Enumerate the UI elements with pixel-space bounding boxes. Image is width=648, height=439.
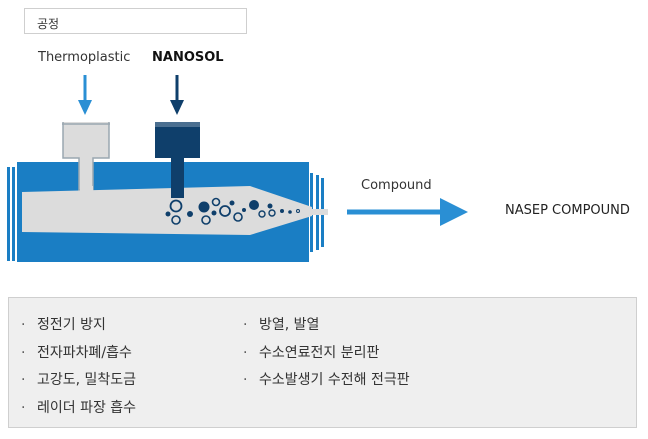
feature-item: 고강도, 밀착도금 [21, 367, 136, 395]
compound-label: Compound [361, 178, 432, 193]
nanoparticles [165, 197, 300, 225]
feature-item: 방열, 발열 [243, 312, 410, 340]
feature-item: 레이더 파장 흡수 [21, 395, 136, 423]
nanosol-hopper [155, 122, 200, 198]
feature-item: 전자파차폐/흡수 [21, 340, 136, 368]
feature-item: 수소발생기 수전해 전극판 [243, 367, 410, 395]
features-left-column: 정전기 방지 전자파차폐/흡수 고강도, 밀착도금 레이더 파장 흡수 [21, 312, 136, 422]
features-right-column: 방열, 발열 수소연료전지 분리판 수소발생기 수전해 전극판 [243, 312, 410, 395]
output-arrow [347, 198, 468, 226]
feature-item: 정전기 방지 [21, 312, 136, 340]
feature-item: 수소연료전지 분리판 [243, 340, 410, 368]
left-end-cap [7, 167, 15, 261]
screw-channel [22, 186, 312, 235]
nanosol-label: NANOSOL [152, 50, 224, 65]
extruder-diagram [7, 75, 468, 262]
nanosol-arrow [170, 75, 184, 115]
thermoplastic-label: Thermoplastic [38, 50, 131, 65]
thermoplastic-arrow [78, 75, 92, 115]
process-tag: 공정 [24, 8, 247, 34]
nasep-compound-label: NASEP COMPOUND [505, 203, 630, 218]
features-box: 정전기 방지 전자파차폐/흡수 고강도, 밀착도금 레이더 파장 흡수 방열, … [8, 297, 637, 428]
